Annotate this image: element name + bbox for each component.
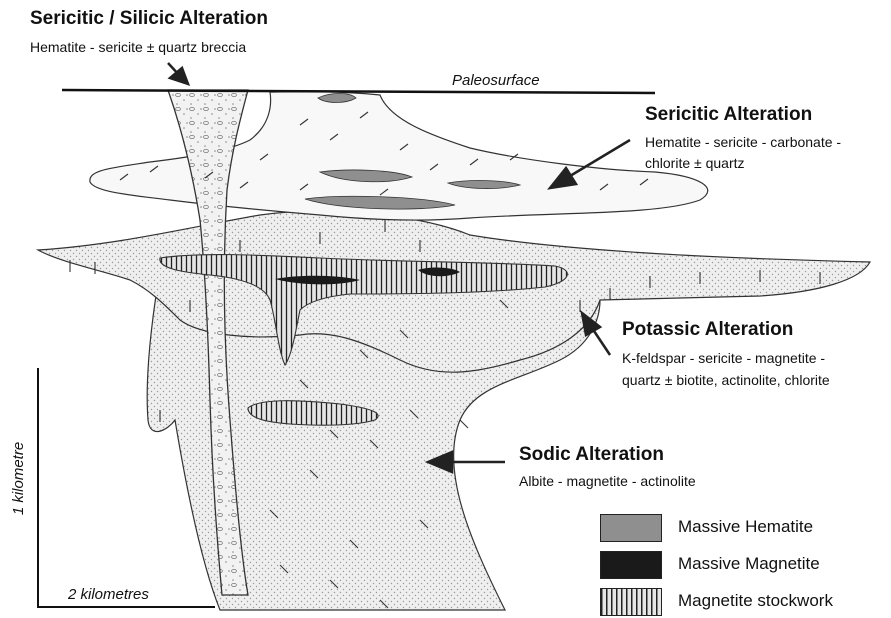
paleosurface-line [62, 90, 655, 93]
sericitic-title: Sericitic Alteration [645, 104, 812, 126]
potassic-desc-1: K-feldspar - sericite - magnetite - [622, 349, 825, 368]
legend-swatch-magnetite [600, 551, 662, 579]
sodic-tick [460, 420, 468, 428]
legend-swatch-stockwork [600, 588, 662, 616]
sodic-title: Sodic Alteration [519, 444, 664, 466]
potassic-desc-2: quartz ± biotite, actinolite, chlorite [622, 371, 830, 390]
sericitic-desc-1: Hematite - sericite - carbonate - [645, 133, 841, 152]
legend-label-hematite: Massive Hematite [678, 517, 813, 537]
sodic-desc: Albite - magnetite - actinolite [519, 472, 696, 491]
legend-label-magnetite: Massive Magnetite [678, 554, 820, 574]
silicic-desc: Hematite - sericite ± quartz breccia [30, 38, 246, 57]
paleosurface-label: Paleosurface [452, 72, 540, 89]
silicic-title: Sericitic / Silicic Alteration [30, 8, 268, 30]
scale-label-horizontal: 2 kilometres [68, 586, 149, 603]
legend-label-stockwork: Magnetite stockwork [678, 591, 833, 611]
arrow-silicic [168, 63, 188, 84]
legend-swatch-hematite [600, 514, 662, 542]
scale-label-vertical: 1 kilometre [10, 442, 27, 515]
potassic-title: Potassic Alteration [622, 319, 793, 341]
sericitic-desc-2: chlorite ± quartz [645, 154, 745, 173]
